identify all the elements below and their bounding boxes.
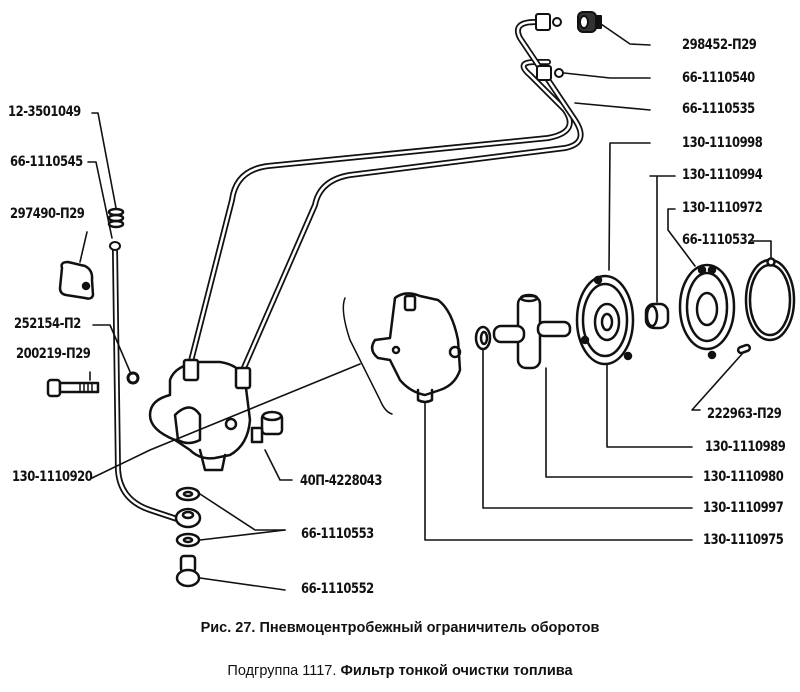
elbow-fitting-40p-4228043 <box>250 410 284 444</box>
part-label-66-1110532: 66-1110532 <box>682 232 755 248</box>
subgroup-title: Фильтр тонкой очистки топлива <box>340 663 573 679</box>
seal-ring-130-1110997 <box>474 325 492 351</box>
gasket-66-1110532 <box>744 257 796 342</box>
governor-housing-130-1110920 <box>148 358 252 472</box>
part-label-66-1110545: 66-1110545 <box>10 154 83 170</box>
end-cover-130-1110972 <box>678 263 736 360</box>
part-label-130-1110920: 130-1110920 <box>12 469 93 485</box>
subgroup-caption: Подгруппа 1117. Фильтр тонкой очистки то… <box>0 663 800 679</box>
rotor-130-1110980 <box>492 293 572 370</box>
plug-298452-p29 <box>577 11 602 33</box>
part-label-40p-4228043: 40П-4228043 <box>300 473 383 489</box>
screw-222963-p29 <box>736 343 752 355</box>
part-label-66-1110535: 66-1110535 <box>682 101 755 117</box>
part-label-252154-p2: 252154-П2 <box>14 316 81 332</box>
part-label-130-1110980: 130-1110980 <box>703 469 784 485</box>
part-label-130-1110998: 130-1110998 <box>682 135 763 151</box>
part-label-130-1110994: 130-1110994 <box>682 167 763 183</box>
nut-252154-p2 <box>126 371 140 385</box>
part-label-12-3501049: 12-3501049 <box>8 104 81 120</box>
figure-caption: Рис. 27. Пневмоцентробежный ограничитель… <box>200 620 600 636</box>
washer-66-1110553-top <box>175 486 201 502</box>
part-label-66-1110540: 66-1110540 <box>682 70 755 86</box>
mounting-outline <box>342 297 393 415</box>
part-label-66-1110553: 66-1110553 <box>301 526 374 542</box>
part-label-222963-p29: 222963-П29 <box>707 406 782 422</box>
part-label-200219-p29: 200219-П29 <box>16 346 91 362</box>
washer-66-1110553-bottom <box>175 532 201 548</box>
part-label-297490-p29: 297490-П29 <box>10 206 85 222</box>
fuel-pipe-66-1110535 <box>187 19 584 373</box>
nipple-66-1110540 <box>536 65 564 81</box>
banjo-bolt-66-1110552 <box>175 554 201 588</box>
bearing-130-1110994 <box>644 302 670 330</box>
rotor-housing-130-1110975 <box>370 292 462 404</box>
subgroup-prefix: Подгруппа 1117. <box>227 663 337 679</box>
clip-297490-p29 <box>58 260 95 300</box>
bolt-200219-p29 <box>46 378 100 398</box>
part-label-298452-p29: 298452-П29 <box>682 37 757 53</box>
part-label-66-1110552: 66-1110552 <box>301 581 374 597</box>
spring-12-3501049 <box>107 207 125 229</box>
nipple-upper <box>535 13 562 31</box>
vacuum-pipe-left <box>109 241 183 523</box>
part-label-130-1110975: 130-1110975 <box>703 532 784 548</box>
part-label-130-1110972: 130-1110972 <box>682 200 763 216</box>
banjo-fitting <box>174 507 202 529</box>
part-label-130-1110989: 130-1110989 <box>705 439 786 455</box>
part-label-130-1110997: 130-1110997 <box>703 500 784 516</box>
cover-130-1110989 <box>575 274 635 366</box>
leader-lines <box>79 23 772 591</box>
